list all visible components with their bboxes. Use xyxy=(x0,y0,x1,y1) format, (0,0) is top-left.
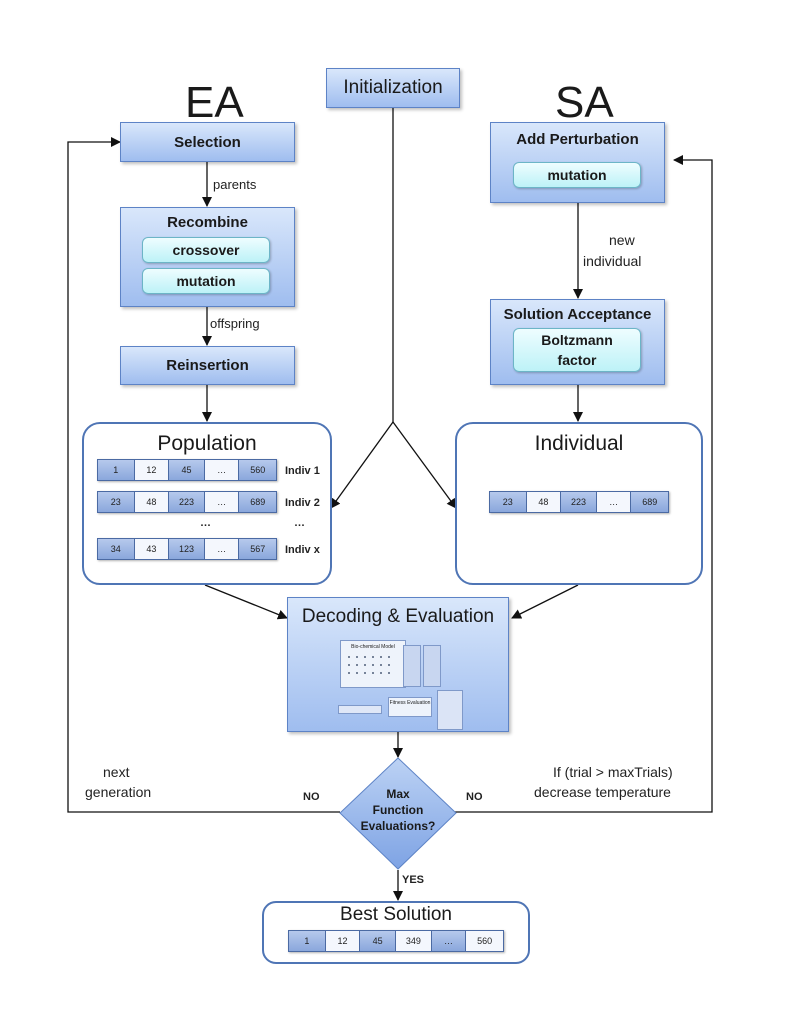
cell: 689 xyxy=(239,492,276,512)
cell: 1 xyxy=(98,460,135,480)
arrow-population-decoding xyxy=(204,584,288,620)
sa-mutation-pill: mutation xyxy=(513,162,641,188)
cell: 223 xyxy=(169,492,205,512)
population-title: Population xyxy=(157,432,257,455)
sa-title: SA xyxy=(555,78,614,127)
cell: … xyxy=(431,931,467,951)
cell: 45 xyxy=(360,931,396,951)
cell: 1 xyxy=(289,931,326,951)
thumbnail-fitness: Fitness Evaluation xyxy=(388,697,432,717)
population-ellipsis-label: … xyxy=(294,517,305,529)
decision-line-3: Evaluations? xyxy=(360,819,436,833)
solution-acceptance-label: Solution Acceptance xyxy=(503,306,652,323)
cell: 560 xyxy=(466,931,503,951)
individual-row: 23 48 223 … 689 xyxy=(489,491,669,513)
individual-title: Individual xyxy=(534,432,624,455)
population-row-x-label: Indiv x xyxy=(285,544,320,556)
cell: 349 xyxy=(396,931,432,951)
trial-label-1: If (trial > maxTrials) xyxy=(553,764,673,780)
model-thumbnail: Bio-chemical Model xyxy=(340,640,406,688)
decision-diamond xyxy=(339,757,457,870)
cell: … xyxy=(204,492,240,512)
ea-title: EA xyxy=(185,78,244,127)
arrow-init-individual xyxy=(392,421,457,509)
population-row-2-label: Indiv 2 xyxy=(285,497,320,509)
add-perturbation-label: Add Perturbation xyxy=(516,131,639,148)
cell: 34 xyxy=(98,539,135,559)
cell: 43 xyxy=(134,539,170,559)
boltzmann-pill: Boltzmann factor xyxy=(513,328,641,372)
cell: 12 xyxy=(325,931,361,951)
boltzmann-label-1: Boltzmann xyxy=(541,332,613,348)
cell: … xyxy=(204,539,240,559)
decision-line-1: Max xyxy=(386,787,410,801)
cell: 45 xyxy=(169,460,205,480)
decision-no-left: NO xyxy=(303,791,320,803)
thumbnail-panel-c xyxy=(437,690,463,730)
decision-yes: YES xyxy=(402,874,425,886)
population-ellipsis-row: … xyxy=(200,517,211,529)
recombine-label: Recombine xyxy=(167,214,248,231)
new-individual-label-2: individual xyxy=(583,253,642,269)
cell: 48 xyxy=(134,492,170,512)
thumbnail-fitness-label: Fitness Evaluation xyxy=(389,700,431,706)
population-row-2: 23 48 223 … 689 xyxy=(97,491,277,513)
selection-box: Selection xyxy=(120,122,295,162)
population-row-1: 1 12 45 … 560 xyxy=(97,459,277,481)
thumbnail-title: Bio-chemical Model xyxy=(351,644,395,650)
cell: 48 xyxy=(526,492,562,512)
initialization-box: Initialization xyxy=(326,68,460,108)
next-generation-label-2: generation xyxy=(85,784,152,800)
reinsertion-box: Reinsertion xyxy=(120,346,295,385)
cell: 23 xyxy=(490,492,527,512)
cell: 689 xyxy=(631,492,668,512)
decoding-evaluation-label: Decoding & Evaluation xyxy=(301,606,495,627)
initialization-label: Initialization xyxy=(343,77,443,98)
thumbnail-strip xyxy=(338,705,382,714)
thumbnail-panel-a xyxy=(403,645,421,687)
cell: 567 xyxy=(239,539,276,559)
cell: 12 xyxy=(134,460,170,480)
boltzmann-label-2: factor xyxy=(557,352,597,368)
next-generation-label-1: next xyxy=(103,764,130,780)
thumbnail-grid xyxy=(348,656,390,674)
new-individual-label-1: new xyxy=(609,232,635,248)
thumbnail-panel-b xyxy=(423,645,441,687)
arrow-loop-decrease-temperature xyxy=(455,155,713,813)
arrow-individual-decoding xyxy=(511,584,579,619)
cell: 560 xyxy=(239,460,276,480)
decision-line-2: Function xyxy=(372,803,424,817)
parents-label: parents xyxy=(213,177,257,192)
selection-label: Selection xyxy=(174,133,241,151)
ea-mutation-pill: mutation xyxy=(142,268,270,294)
decision-text: Max Function Evaluations? xyxy=(352,786,444,834)
crossover-pill: crossover xyxy=(142,237,270,263)
cell: 223 xyxy=(561,492,597,512)
best-solution-title: Best Solution xyxy=(340,904,452,925)
population-row-x: 34 43 123 … 567 xyxy=(97,538,277,560)
decision-no-right: NO xyxy=(466,791,483,803)
cell: … xyxy=(596,492,632,512)
best-solution-row: 1 12 45 349 … 560 xyxy=(288,930,504,952)
cell: 123 xyxy=(169,539,205,559)
arrow-init-population xyxy=(330,421,394,509)
cell: 23 xyxy=(98,492,135,512)
population-row-1-label: Indiv 1 xyxy=(285,465,320,477)
arrow-loop-next-generation xyxy=(67,137,340,813)
trial-label-2: decrease temperature xyxy=(534,784,671,800)
reinsertion-label: Reinsertion xyxy=(166,357,249,374)
cell: … xyxy=(204,460,240,480)
offspring-label: offspring xyxy=(210,316,260,331)
